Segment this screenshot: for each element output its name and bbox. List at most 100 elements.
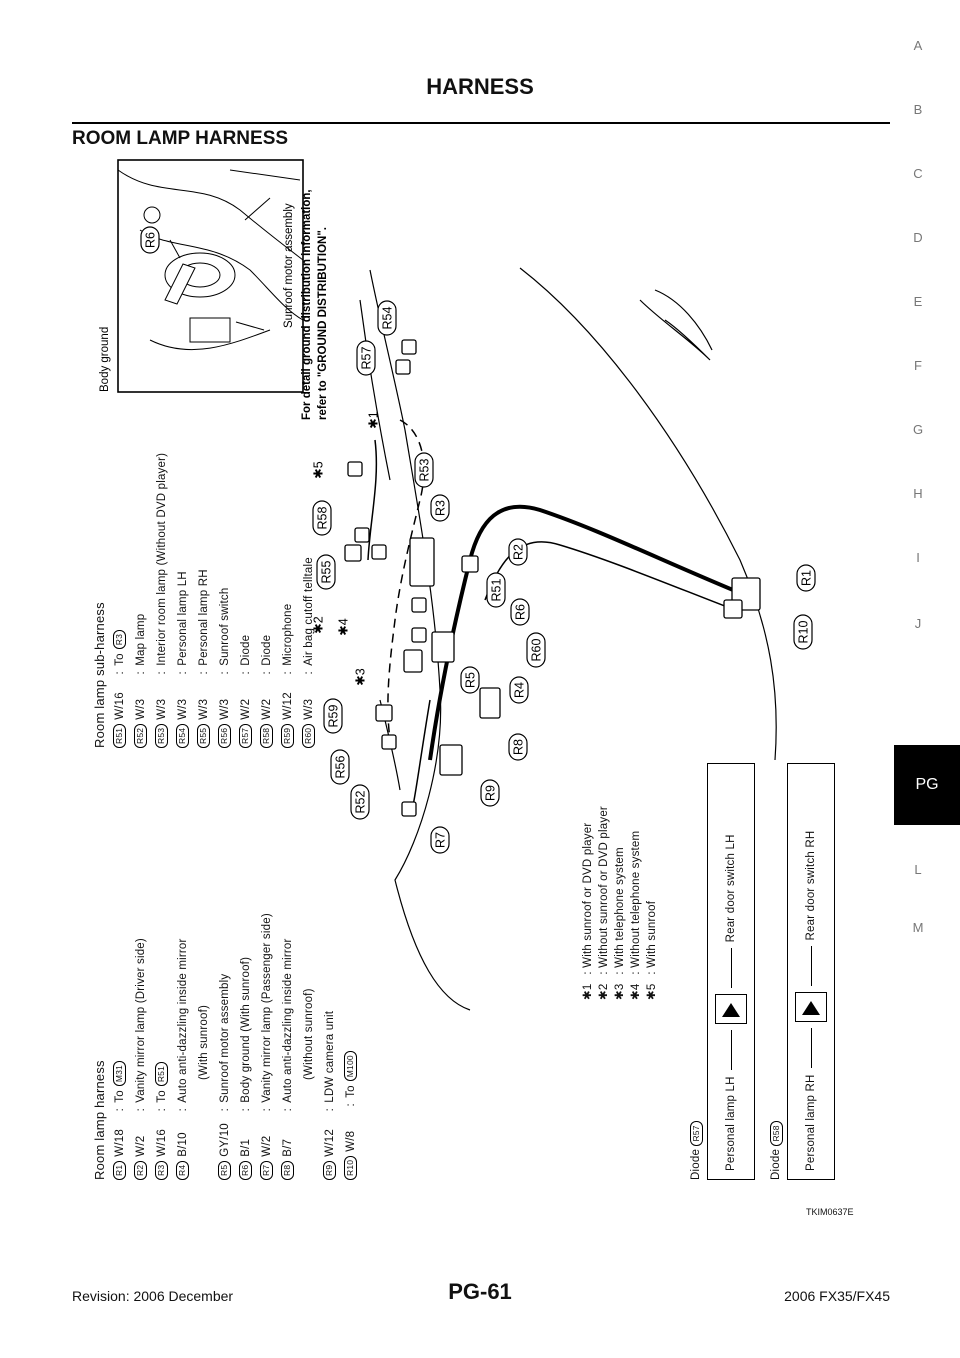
diagram-label: R52: [350, 784, 370, 820]
side-tab-active[interactable]: PG: [894, 745, 960, 825]
diagram-label: R9: [480, 779, 500, 807]
connector-desc: LDW camera unit: [323, 1010, 336, 1103]
connector-id: R7: [260, 1160, 273, 1180]
page-header-title: HARNESS: [426, 74, 534, 99]
diagram-label: R60: [526, 632, 546, 668]
connector-desc: Auto anti-dazzling inside mirror: [281, 938, 294, 1103]
separator: :: [598, 967, 610, 978]
side-index-d[interactable]: D: [913, 230, 923, 245]
separator: :: [260, 671, 273, 675]
connector-desc: Vanity mirror lamp (Driver side): [134, 938, 147, 1103]
wire-spec: W/3: [218, 698, 231, 720]
label-text: R2: [512, 544, 526, 560]
wire-spec: W/2: [260, 698, 273, 720]
diode-label: Diode: [690, 1148, 702, 1180]
diode-symbol: [795, 992, 827, 1023]
separator: :: [582, 967, 594, 978]
label-text: ✱2: [312, 616, 326, 633]
wire-spec: W/3: [134, 698, 147, 720]
diagram-label: ✱4: [337, 618, 351, 635]
note-text: Without telephone system: [630, 830, 642, 968]
label-frame: [508, 538, 528, 566]
side-index-l[interactable]: L: [914, 862, 922, 877]
separator: :: [113, 1108, 126, 1112]
harness-trunk: [367, 419, 746, 811]
connector-id: R56: [218, 723, 231, 748]
connector-desc: To: [344, 1085, 357, 1098]
section-title: ROOM LAMP HARNESS: [72, 128, 289, 149]
side-index-h[interactable]: H: [913, 486, 923, 501]
side-index-a[interactable]: A: [913, 38, 923, 53]
label-frame: [796, 564, 816, 592]
separator: :: [218, 1108, 231, 1112]
side-index-m[interactable]: M: [912, 920, 924, 935]
wire-spec: W/16: [113, 692, 126, 720]
side-index-i[interactable]: I: [916, 550, 920, 565]
connector-id: R51: [113, 723, 126, 748]
diode-symbol: [715, 994, 747, 1025]
connector-desc: Sunroof motor assembly: [218, 973, 231, 1103]
separator: :: [281, 671, 294, 675]
connector-desc: Vanity mirror lamp (Passenger side): [260, 913, 273, 1103]
diagram-label: R5: [460, 666, 480, 694]
separator: :: [155, 671, 168, 675]
note-mark: ✱5: [646, 983, 658, 1000]
note-text: With sunroof or DVD player: [582, 822, 594, 968]
header-rule: [72, 122, 890, 124]
connector-id: R2: [134, 1160, 147, 1180]
label-text: R5: [464, 672, 478, 688]
side-index-f[interactable]: F: [914, 358, 922, 373]
connector-desc: To: [113, 1090, 126, 1103]
diagram-label: R55: [316, 554, 336, 590]
side-index-g[interactable]: G: [912, 422, 924, 437]
separator: :: [260, 1108, 273, 1112]
connector-id: R54: [176, 723, 189, 748]
side-index-b[interactable]: B: [913, 102, 923, 117]
note-mark: ✱1: [582, 983, 594, 1000]
note-mark: ✱2: [598, 983, 610, 1000]
label-text: R4: [513, 682, 527, 698]
connector-ref: M100: [344, 1051, 357, 1082]
connector-ref: R51: [155, 1061, 168, 1087]
label-frame: [509, 676, 529, 704]
note-item: ✱5 : With sunroof: [644, 806, 660, 1000]
diode-right: Rear door switch RH: [805, 830, 817, 941]
diagram-label: R54: [377, 300, 397, 336]
detail-inset: [117, 159, 304, 393]
separator: :: [614, 967, 626, 978]
label-frame: [430, 826, 450, 854]
wire-spec: W/18: [113, 1129, 126, 1157]
label-text: R10: [797, 620, 811, 643]
connector-id: R3: [155, 1160, 168, 1180]
label-text: R53: [418, 458, 432, 481]
separator: :: [197, 671, 210, 675]
separator: :: [176, 1108, 189, 1112]
connector-id: R1: [113, 1160, 126, 1180]
wire-spec: B/10: [176, 1132, 189, 1157]
note-item: ✱3 : With telephone system: [612, 806, 628, 1000]
separator: :: [239, 671, 252, 675]
wire-spec: W/3: [197, 698, 210, 720]
side-index-e[interactable]: E: [913, 294, 923, 309]
note-mark: ✱4: [630, 983, 642, 1000]
connector-desc: To: [113, 653, 126, 666]
wire-spec: B/7: [281, 1138, 294, 1157]
figure-code: TKIM0637E: [806, 1207, 854, 1217]
diagram-label: R58: [312, 500, 332, 536]
label-frame: [526, 632, 546, 668]
side-index-j[interactable]: J: [914, 616, 922, 631]
label-frame: [323, 698, 343, 734]
side-index-c[interactable]: C: [913, 166, 923, 181]
